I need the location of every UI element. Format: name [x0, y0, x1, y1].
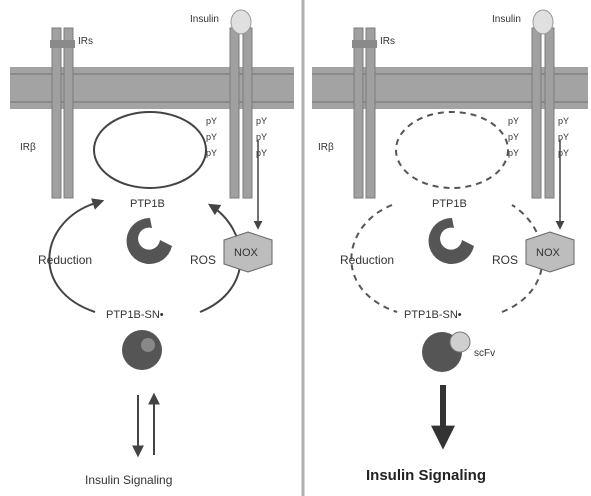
ptp1b-enzyme-icon [428, 217, 474, 264]
ptp1b-enzyme-icon [126, 217, 172, 264]
ros-label: ROS [492, 253, 518, 267]
irbeta-label: IRβ [20, 142, 36, 153]
ptp1b-sn-enzyme-icon [122, 330, 162, 370]
irs-receptor [352, 27, 377, 199]
nox-enzyme-icon [223, 231, 273, 273]
dephosphorylation-loop [395, 111, 509, 189]
py-label: pY [508, 148, 519, 158]
insulin-receptor [229, 9, 253, 199]
py-label: pY [206, 116, 217, 126]
py-label: pY [558, 132, 569, 142]
left-panel: IRs IRβ Insulin pY pY pY pY pY pY PTP1B … [10, 9, 294, 487]
dephosphorylation-loop [93, 111, 207, 189]
nox-label: NOX [536, 247, 561, 259]
py-label: pY [256, 132, 267, 142]
insulin-signaling-label: Insulin Signaling [85, 473, 172, 487]
py-label: pY [558, 148, 569, 158]
insulin-label: Insulin [492, 14, 521, 25]
ptp1b-sn-label: PTP1B-SN• [404, 309, 462, 321]
ptp1b-label: PTP1B [432, 198, 467, 210]
py-label: pY [256, 148, 267, 158]
irs-receptor [50, 27, 75, 199]
py-label: pY [256, 116, 267, 126]
irs-label: IRs [380, 36, 395, 47]
py-label: pY [206, 148, 217, 158]
ros-label: ROS [190, 253, 216, 267]
irbeta-label: IRβ [318, 142, 334, 153]
py-label: pY [508, 116, 519, 126]
py-label: pY [206, 132, 217, 142]
ptp1b-sn-label: PTP1B-SN• [106, 309, 164, 321]
py-label: pY [558, 116, 569, 126]
right-panel: IRs IRβ Insulin pY pY pY pY pY pY PTP1B … [312, 9, 588, 484]
insulin-label: Insulin [190, 14, 219, 25]
irs-label: IRs [78, 36, 93, 47]
nox-enzyme-icon [525, 231, 575, 273]
reduction-label: Reduction [340, 253, 394, 267]
ptp1b-label: PTP1B [130, 198, 165, 210]
scfv-label: scFv [474, 348, 495, 359]
py-label: pY [508, 132, 519, 142]
reduction-label: Reduction [38, 253, 92, 267]
insulin-signaling-label: Insulin Signaling [366, 467, 486, 484]
insulin-receptor [531, 9, 555, 199]
nox-label: NOX [234, 247, 259, 259]
scfv-antibody-icon [449, 331, 471, 353]
